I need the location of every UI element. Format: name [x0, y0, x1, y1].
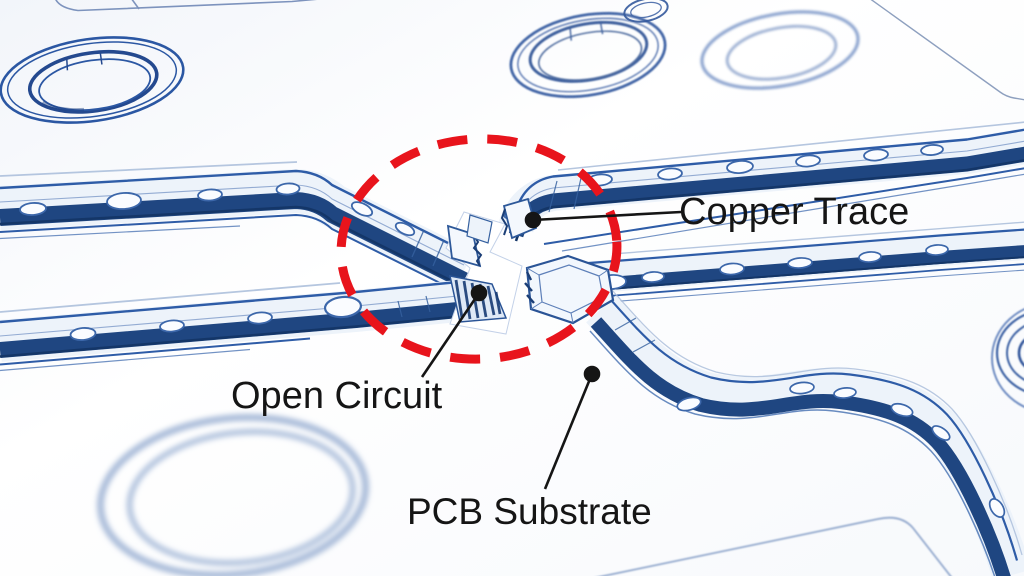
panel-edge-top-right	[870, 0, 1024, 101]
trace-sub-line-2	[0, 225, 241, 240]
facet-lines	[614, 317, 656, 353]
trace-sub-line-2	[0, 348, 251, 372]
trace-hole	[641, 271, 665, 283]
trace-hole	[787, 257, 813, 269]
trace-sub-line	[582, 263, 1024, 299]
faint-top-line	[0, 161, 298, 177]
trace-hole	[988, 498, 1006, 518]
facet-lines	[411, 229, 445, 267]
trace-hole	[350, 201, 374, 217]
trace-dark-stripe	[582, 245, 1024, 292]
trace-dark-stripe	[590, 317, 1011, 576]
trace-stripe-edge	[0, 315, 459, 358]
trace-sub-line-2	[582, 269, 1024, 305]
trace-holes	[69, 295, 363, 341]
faint-top-line	[611, 221, 1024, 255]
trace-hole	[863, 148, 889, 162]
panel-edge-bottom	[598, 516, 952, 576]
panel-edge-small	[131, 0, 140, 10]
highlight-dashed-circle	[336, 134, 622, 364]
trace-hole	[795, 154, 821, 168]
panel-edge-lines	[55, 0, 1024, 576]
callout-leaders	[420, 210, 682, 490]
copper-trace-label: Copper Trace	[679, 191, 910, 233]
trace-sub-line	[0, 214, 465, 296]
open-circuit-dot	[470, 284, 488, 302]
trace-hole	[789, 381, 815, 395]
pcb-substrate-leader-line	[543, 373, 594, 490]
trace-top-outline	[0, 280, 459, 324]
faint-top-line	[0, 282, 341, 313]
trace-hole	[159, 319, 185, 333]
trace-hole	[657, 167, 683, 181]
facet-lines	[548, 177, 582, 213]
mounting-ring-top-left	[0, 36, 185, 124]
trace-hole	[69, 327, 97, 341]
small-hole-top-middle	[623, 0, 669, 23]
trace-hole	[931, 425, 951, 441]
copper-trace-leader-line	[532, 210, 682, 222]
trace-hole	[323, 295, 363, 319]
trace-hole	[719, 262, 745, 276]
trace-top-outline	[582, 228, 1024, 265]
faint-top-line	[557, 121, 1024, 171]
trace-branch-bottom-right	[586, 288, 1024, 576]
trace-hole	[833, 387, 857, 399]
pad-ragged-edge	[524, 271, 535, 304]
trace-hole	[197, 188, 223, 202]
trace-upper-left	[0, 161, 474, 296]
trace-stripe-edge	[582, 256, 1024, 292]
pcb-substrate-dot	[583, 365, 601, 383]
upper-end-jagged-edge	[472, 233, 483, 267]
trace-hole	[890, 402, 914, 418]
trace-holes	[676, 381, 1006, 518]
copper-trace-dot	[524, 211, 542, 229]
trace-top-outline	[0, 169, 465, 253]
trace-lower-left	[0, 280, 461, 372]
trace-sub-line-2	[561, 173, 1024, 252]
trace-hole	[726, 160, 754, 174]
pcb-substrate-label: PCB Substrate	[407, 491, 652, 532]
trace-hole	[275, 182, 301, 196]
faint-top-line	[610, 288, 1023, 556]
trace-holes	[19, 182, 416, 237]
trace-hole	[858, 251, 882, 263]
upper-step-block	[466, 214, 493, 244]
trace-hole	[920, 144, 944, 156]
mounting-ring-right-edge	[991, 308, 1024, 408]
right-end-jagged-edge	[500, 208, 509, 236]
mounting-ring-bottom-left	[97, 414, 369, 576]
trace-hole	[106, 192, 142, 210]
trace-hole	[247, 311, 273, 325]
trace-sub-line	[0, 337, 311, 366]
trace-sub-line	[543, 167, 1024, 245]
mounting-ring-top-right	[700, 10, 860, 90]
right-trace-end-face	[502, 197, 538, 240]
trace-top-outline	[605, 293, 1019, 561]
trace-hole	[19, 202, 47, 216]
open-circuit-leader-line	[420, 292, 481, 378]
trace-hole	[925, 244, 949, 256]
trace-sub-line	[589, 330, 996, 576]
trace-hole	[676, 396, 702, 412]
trace-stripe-edge	[0, 205, 465, 289]
trace-dark-stripe	[0, 302, 459, 358]
facet-lines	[397, 295, 431, 318]
mounting-ring-top-middle	[509, 11, 667, 99]
trace-hole	[394, 221, 416, 237]
trace-dark-stripe	[0, 192, 468, 289]
panel-corner-top-left	[55, 0, 318, 12]
open-circuit-label: Open Circuit	[231, 375, 443, 417]
